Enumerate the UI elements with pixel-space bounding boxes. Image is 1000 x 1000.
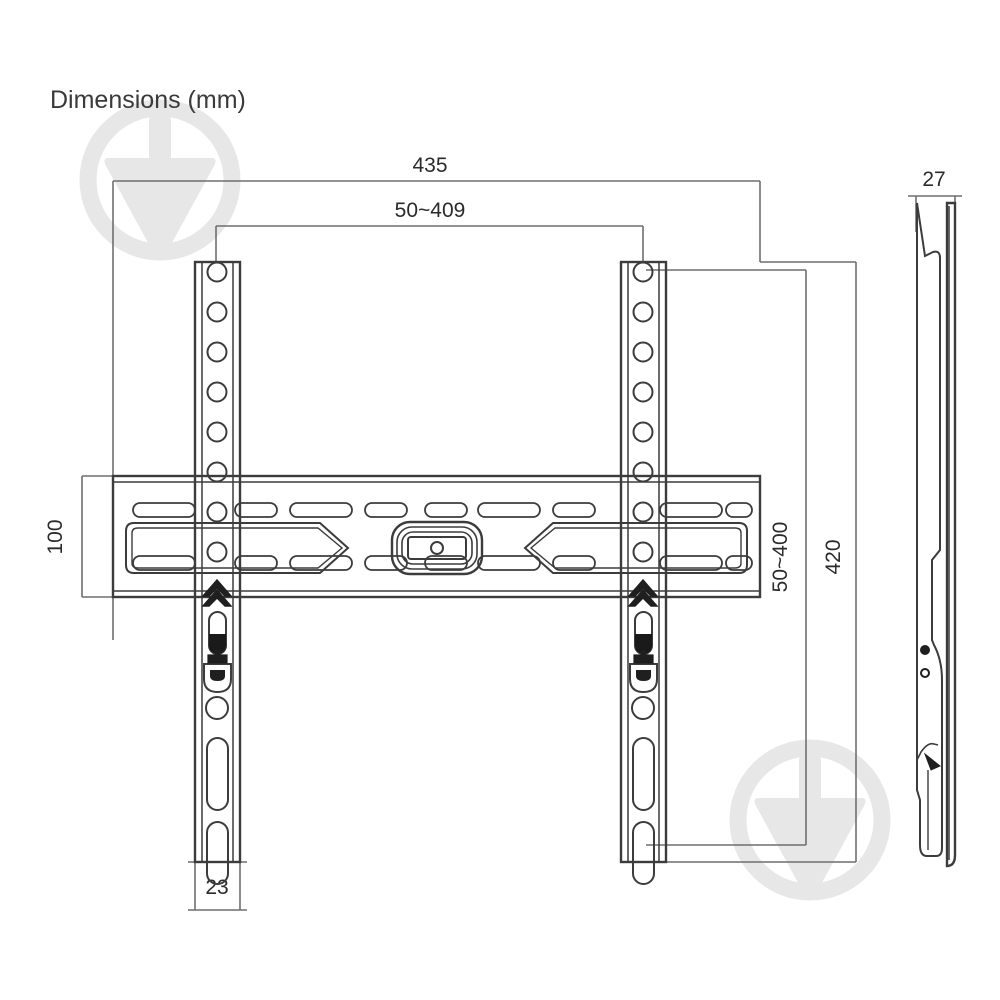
dimension-label-rail-span: 50~409	[395, 199, 466, 222]
rail-right-lock-icon	[629, 650, 658, 694]
side-view	[916, 201, 957, 868]
dimension-label-overall-width: 435	[412, 154, 447, 177]
rail-left-release-slot	[208, 611, 227, 655]
cross-bar-slot-row-top	[132, 502, 753, 518]
vertical-rail-right	[619, 260, 668, 885]
rail-right-release-slot	[634, 611, 653, 655]
front-view	[111, 260, 762, 885]
dimension-label-vesa-height: 50~400	[769, 522, 792, 593]
rail-right-hole-column	[632, 261, 654, 563]
dimension-label-bar-height: 100	[44, 519, 67, 554]
watermark-bottom-right	[738, 748, 882, 896]
rail-left-chevron-icon	[201, 578, 233, 607]
side-view-wedge-arm	[916, 202, 943, 857]
embossed-panel-right	[523, 522, 748, 574]
side-view-hole-lower	[920, 668, 930, 678]
dimension-label-overall-height: 420	[822, 539, 845, 574]
side-view-hole-upper	[920, 645, 930, 655]
rail-right-chevron-icon	[627, 578, 659, 607]
watermark-top-left	[88, 108, 232, 256]
cross-bar	[111, 474, 762, 599]
center-lock-plate	[390, 520, 484, 576]
page-title: Dimensions (mm)	[50, 86, 246, 114]
side-view-back-plate	[945, 201, 957, 868]
vertical-rail-left	[193, 260, 242, 885]
rail-left-hole-column	[206, 261, 228, 563]
dimension-labels: 435 50~409 100 23 27 50~400 420	[44, 154, 946, 899]
rail-left-lock-icon	[203, 650, 232, 694]
dimension-label-profile-depth: 27	[922, 168, 945, 191]
embossed-panel-left	[125, 522, 350, 574]
